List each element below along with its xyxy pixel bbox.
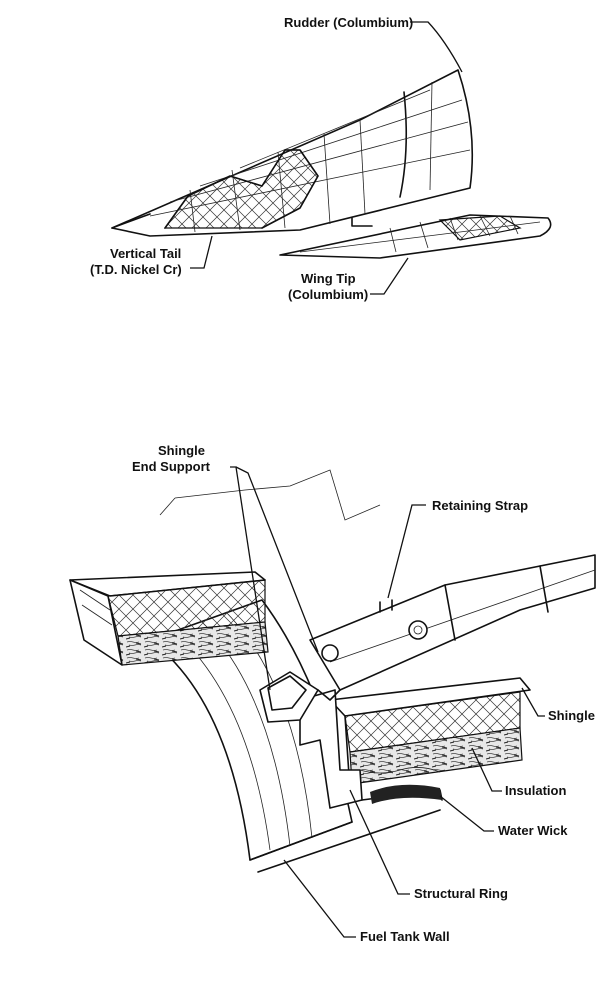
retaining-strap-label: Retaining Strap — [432, 498, 528, 513]
label-rudder: Rudder (Columbium) — [284, 15, 463, 73]
rudder-label: Rudder (Columbium) — [284, 15, 413, 30]
label-fuel-tank-wall: Fuel Tank Wall — [283, 859, 450, 944]
wing-tip-label: Wing Tip — [301, 271, 356, 286]
upper-view: Rudder (Columbium) Vertical Tail (T.D. N… — [90, 15, 552, 302]
vertical-tail-label: Vertical Tail — [110, 246, 181, 261]
shingle-end-support-label: Shingle — [158, 443, 205, 458]
insulation-label: Insulation — [505, 783, 566, 798]
label-wing-tip: Wing Tip (Columbium) — [288, 257, 409, 302]
vertical-tail-material-label: (T.D. Nickel Cr) — [90, 262, 182, 277]
vertical-tail — [111, 69, 474, 237]
water-wick — [359, 767, 442, 804]
label-shingle: Shingle — [521, 687, 595, 723]
label-shingle-end-support: Shingle End Support — [132, 443, 319, 691]
shingle-label: Shingle — [548, 708, 595, 723]
label-vertical-tail: Vertical Tail (T.D. Nickel Cr) — [90, 235, 213, 277]
shingle-end-support-label-2: End Support — [132, 459, 211, 474]
lower-view: Shingle End Support Retaining Strap Shin… — [69, 443, 596, 944]
label-structural-ring: Structural Ring — [349, 789, 508, 901]
wing-tip — [279, 214, 552, 259]
shingle-lower — [329, 677, 531, 791]
shingle-end-support — [259, 671, 341, 723]
fuel-tank-wall-label: Fuel Tank Wall — [360, 929, 450, 944]
water-wick-label: Water Wick — [498, 823, 568, 838]
structural-ring-label: Structural Ring — [414, 886, 508, 901]
left-insulation-block — [69, 571, 269, 666]
wing-tip-material-label: (Columbium) — [288, 287, 368, 302]
label-retaining-strap: Retaining Strap — [387, 498, 528, 599]
label-water-wick: Water Wick — [439, 795, 568, 838]
shingle-panels — [309, 554, 596, 691]
label-insulation: Insulation — [471, 747, 566, 798]
